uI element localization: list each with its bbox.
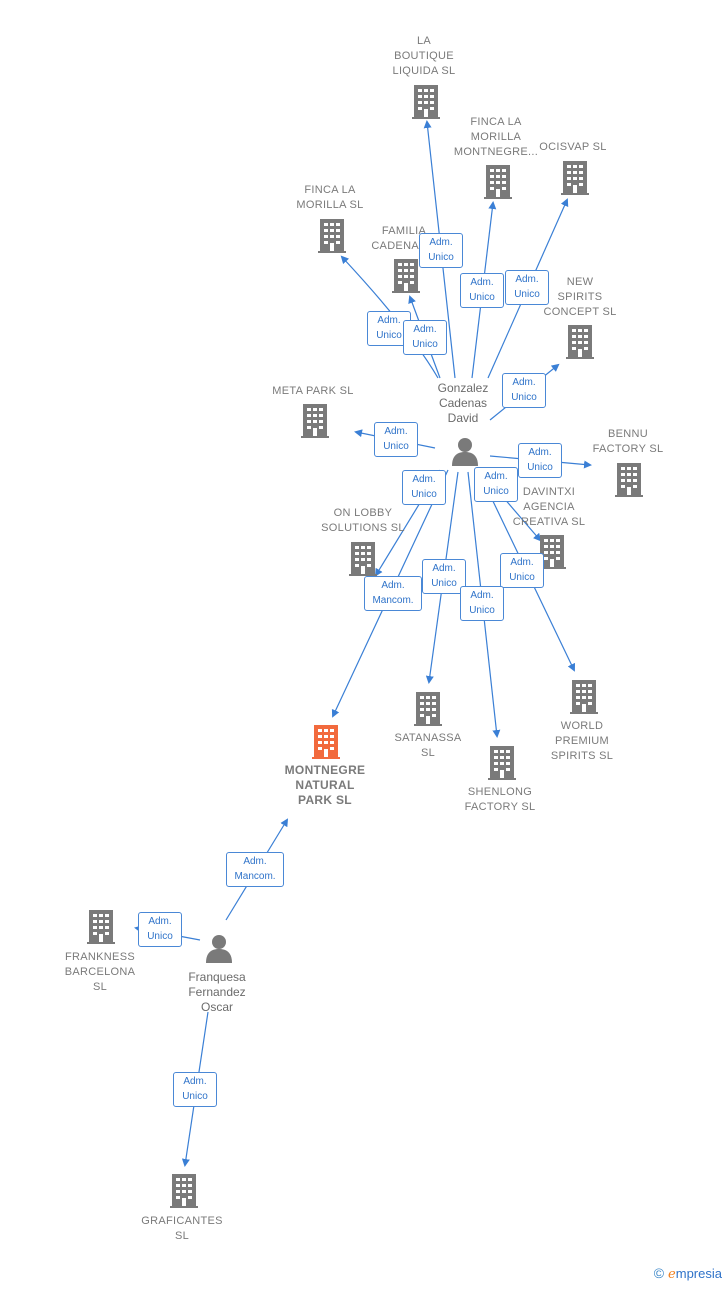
frankness-label[interactable]: FRANKNESS BARCELONA SL [64,951,136,993]
shenlong-building-icon[interactable] [488,746,516,780]
graficantes-building-icon[interactable] [170,1174,198,1208]
brand-rest: mpresia [675,1266,722,1281]
la-boutique-label[interactable]: LA BOUTIQUE LIQUIDA SL [392,35,456,77]
role-box-frankness: Adm. Unico [138,912,182,947]
bennu-label[interactable]: BENNU FACTORY SL [592,428,664,455]
on-lobby-label[interactable]: ON LOBBY SOLUTIONS SL [321,507,405,534]
new-spirits-label[interactable]: NEW SPIRITS CONCEPT SL [543,276,617,318]
finca-morilla-building-icon[interactable] [318,219,346,253]
franquesa-label[interactable]: Franquesa Fernandez Oscar [188,970,246,1014]
davintxi-label[interactable]: DAVINTXI AGENCIA CREATIVA SL [512,486,586,528]
role-box-bennu: Adm. Unico [518,443,562,478]
franquesa-person-icon[interactable] [204,933,234,963]
finca-montnegre-building-icon[interactable] [484,165,512,199]
ocisvap-label[interactable]: OCISVAP SL [539,141,607,153]
role-box-franquesa-montnegre: Adm. Mancom. [226,852,284,887]
on-lobby-building-icon[interactable] [349,542,377,576]
world-premium-building-icon[interactable] [570,680,598,714]
montnegre-label[interactable]: MONTNEGRE NATURAL PARK SL [284,763,366,807]
world-premium-label[interactable]: WORLD PREMIUM SPIRITS SL [550,720,614,762]
role-box-satanassa: Adm. Unico [422,559,466,594]
meta-park-label[interactable]: META PARK SL [272,385,354,397]
role-box-new-spirits: Adm. Unico [502,373,546,408]
role-box-montnegre-mancom: Adm. Mancom. [364,576,422,611]
frankness-building-icon[interactable] [87,910,115,944]
brand-e: e [668,1267,676,1282]
role-box-la-boutique: Adm. Unico [419,233,463,268]
meta-park-building-icon[interactable] [301,404,329,438]
satanassa-building-icon[interactable] [414,692,442,726]
new-spirits-building-icon[interactable] [566,325,594,359]
copyright-icon: © [653,1265,665,1281]
role-box-graficantes: Adm. Unico [173,1072,217,1107]
role-box-ocisvap: Adm. Unico [505,270,549,305]
empresia-logo[interactable]: ©empresia [654,1265,722,1282]
role-box-davintxi: Adm. Unico [474,467,518,502]
role-box-world-premium: Adm. Unico [500,553,544,588]
la-boutique-building-icon[interactable] [412,85,440,119]
ocisvap-building-icon[interactable] [561,161,589,195]
satanassa-label[interactable]: SATANASSA SL [394,732,462,759]
gonzalez-person-icon[interactable] [450,436,480,466]
role-box-meta-park: Adm. Unico [374,422,418,457]
role-box-shenlong: Adm. Unico [460,586,504,621]
role-box-finca-montnegre: Adm. Unico [460,273,504,308]
finca-montnegre-label[interactable]: FINCA LA MORILLA MONTNEGRE... [453,116,539,158]
montnegre-building-icon[interactable] [312,725,340,759]
graficantes-label[interactable]: GRAFICANTES SL [141,1215,223,1242]
bennu-building-icon[interactable] [615,463,643,497]
shenlong-label[interactable]: SHENLONG FACTORY SL [464,786,536,813]
role-box-familia: Adm. Unico [403,320,447,355]
gonzalez-label[interactable]: Gonzalez Cadenas David [437,381,489,425]
finca-morilla-label[interactable]: FINCA LA MORILLA SL [296,184,364,211]
role-box-on-lobby: Adm. Unico [402,470,446,505]
familia-cadenas-building-icon[interactable] [392,259,420,293]
